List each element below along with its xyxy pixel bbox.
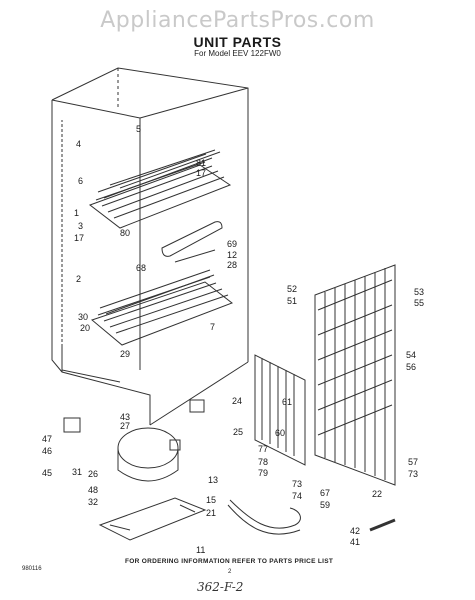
- wiring-harness: [227, 499, 301, 535]
- callout-81: 81: [196, 158, 206, 168]
- callout-77: 77: [258, 444, 268, 454]
- callout-52: 52: [287, 284, 297, 294]
- callout-12: 12: [227, 250, 237, 260]
- callout-42: 42: [350, 526, 360, 536]
- callout-74: 74: [292, 491, 302, 501]
- callout-30: 30: [78, 312, 88, 322]
- callout-1: 1: [74, 208, 79, 218]
- callout-22: 22: [372, 489, 382, 499]
- callout-69: 69: [227, 239, 237, 249]
- callout-68: 68: [136, 263, 146, 273]
- callout-32: 32: [88, 497, 98, 507]
- condenser-coil-front: [254, 354, 306, 466]
- callout-6: 6: [78, 176, 83, 186]
- callout-54: 54: [406, 350, 416, 360]
- callout-53: 53: [414, 287, 424, 297]
- callout-5: 5: [136, 124, 141, 134]
- callout-80: 80: [120, 228, 130, 238]
- callout-29: 29: [120, 349, 130, 359]
- callout-21: 21: [206, 508, 216, 518]
- drain-tube: [61, 345, 121, 383]
- compressor-base-plate: [98, 497, 207, 541]
- callout-67: 67: [320, 488, 330, 498]
- callout-79: 79: [258, 468, 268, 478]
- callout-45: 45: [42, 468, 52, 478]
- callout-46: 46: [42, 446, 52, 456]
- callout-60: 60: [275, 428, 285, 438]
- callout-73: 73: [292, 479, 302, 489]
- callout-48: 48: [88, 485, 98, 495]
- callout-51: 51: [287, 296, 297, 306]
- callout-59: 59: [320, 500, 330, 510]
- model-subtitle: For Model EEV 122FW0: [194, 49, 281, 58]
- callout-43: 43: [120, 412, 130, 422]
- callout-57: 57: [408, 457, 418, 467]
- callout-17: 17: [196, 168, 206, 178]
- callout-31: 31: [72, 467, 82, 477]
- callout-2: 2: [76, 274, 81, 284]
- callout-13: 13: [208, 475, 218, 485]
- lower-evaporator-shelf: [90, 269, 234, 346]
- cabinet-outline: [51, 67, 249, 426]
- handwritten-note: 362-F-2: [197, 580, 244, 594]
- watermark: AppliancePartsPros.com: [100, 8, 375, 33]
- callout-24: 24: [232, 396, 242, 406]
- callout-7: 7: [210, 322, 215, 332]
- callout-55: 55: [414, 298, 424, 308]
- page-title: UNIT PARTS: [193, 34, 282, 50]
- accumulator-drier: [161, 221, 223, 263]
- callout-20: 20: [80, 323, 90, 333]
- condenser-coil-rear: [314, 264, 396, 486]
- page-number: 2: [228, 569, 232, 575]
- relay-cover: [189, 399, 205, 413]
- terminal-cover: [63, 417, 81, 433]
- callout-78: 78: [258, 457, 268, 467]
- callout-56: 56: [406, 362, 416, 372]
- callout-61: 61: [282, 397, 292, 407]
- document-code: 980116: [22, 566, 42, 572]
- callout-3: 3: [78, 221, 83, 231]
- ordering-note: FOR ORDERING INFORMATION REFER TO PARTS …: [125, 558, 334, 565]
- callout-26: 26: [88, 469, 98, 479]
- filter-drier: [369, 518, 396, 532]
- callout-labels: 5468117138069121728682730202952515355545…: [42, 124, 424, 555]
- callout-28: 28: [227, 260, 237, 270]
- callout-15: 15: [206, 495, 216, 505]
- callout-4: 4: [76, 139, 81, 149]
- callout-17: 17: [74, 233, 84, 243]
- callout-11: 11: [196, 545, 205, 555]
- compressor: [117, 427, 181, 482]
- callout-73: 73: [408, 469, 418, 479]
- callout-25: 25: [233, 427, 243, 437]
- callout-41: 41: [350, 537, 360, 547]
- upper-evaporator-shelf: [88, 149, 232, 229]
- callout-27: 27: [120, 421, 130, 431]
- callout-47: 47: [42, 434, 52, 444]
